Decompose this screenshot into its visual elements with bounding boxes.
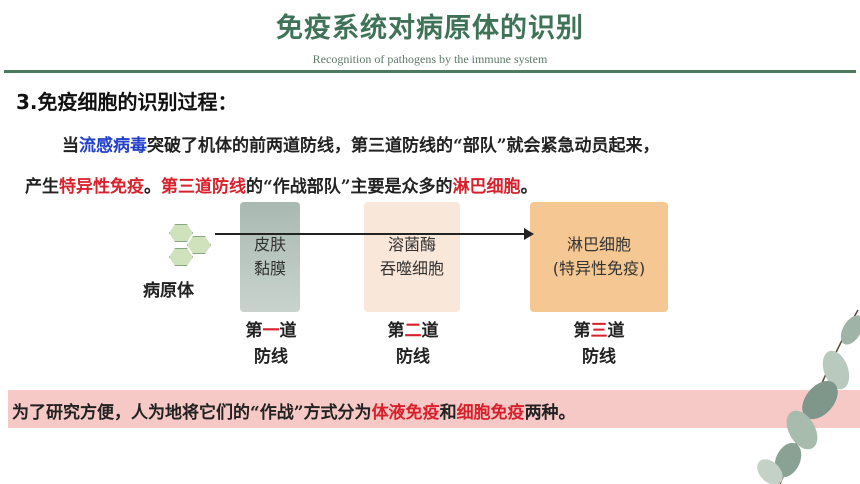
box-text: 淋巴细胞 <box>566 235 631 254</box>
text: 。 <box>520 177 538 197</box>
paragraph-line-1: 当流感病毒突破了机体的前两道防线，第三道防线的“部队”就会紧急动员起来， <box>62 131 660 156</box>
text: 为了研究方便，人为地将它们的“作战”方式分为 <box>12 403 372 423</box>
text: 第 <box>245 321 263 341</box>
page-subtitle: Recognition of pathogens by the immune s… <box>312 52 548 66</box>
defense-box-lymphocyte: 淋巴细胞 (特异性免疫) <box>530 202 668 312</box>
line-number: 三 <box>590 321 608 341</box>
highlight-cellular-immunity: 细胞免疫 <box>456 403 525 423</box>
box-text: 皮肤 <box>253 235 286 254</box>
label-row: 第三道 <box>564 318 634 344</box>
label-row: 第一道 <box>236 318 306 344</box>
highlight-third-line: 第三道防线 <box>161 177 246 197</box>
text: 产生 <box>25 177 59 197</box>
highlight-humoral-immunity: 体液免疫 <box>371 403 440 423</box>
label-row: 防线 <box>254 347 288 367</box>
text: 突破了机体的前两道防线，第三道防线的“部队”就会紧急动员起来， <box>147 136 660 156</box>
defense-box-lysozyme-phagocyte: 溶菌酶 吞噬细胞 <box>364 202 460 312</box>
text: 。 <box>144 177 161 197</box>
pathogen-arrow <box>215 233 526 235</box>
text: 第 <box>387 321 405 341</box>
pathogen-label: 病原体 <box>143 281 194 301</box>
page-title: 免疫系统对病原体的识别 <box>276 13 584 44</box>
defense-box-skin-mucosa: 皮肤 黏膜 <box>240 202 300 312</box>
header-divider <box>4 70 856 73</box>
box-text: 吞噬细胞 <box>379 259 444 278</box>
box-text: (特异性免疫) <box>552 259 646 278</box>
text: 两种。 <box>524 403 576 423</box>
text: 当 <box>62 136 79 156</box>
hexagon-shape <box>169 224 193 242</box>
text: 道 <box>279 321 297 341</box>
text: 的“作战部队”主要是众多的 <box>246 177 453 197</box>
highlight-specific-immunity: 特异性免疫 <box>59 177 144 197</box>
highlight-flu-virus: 流感病毒 <box>79 136 147 156</box>
defense-line-label-2: 第二道 防线 <box>378 318 448 370</box>
box-text: 溶菌酶 <box>387 235 436 254</box>
text: 道 <box>607 321 625 341</box>
arrow-head-icon <box>524 228 534 240</box>
highlight-lymphocytes: 淋巴细胞 <box>452 177 521 197</box>
summary-text: 为了研究方便，人为地将它们的“作战”方式分为体液免疫和细胞免疫两种。 <box>12 398 576 423</box>
label-row: 防线 <box>396 347 430 367</box>
text: 和 <box>439 403 457 423</box>
defense-line-label-1: 第一道 防线 <box>236 318 306 370</box>
line-number: 二 <box>404 321 422 341</box>
label-row: 防线 <box>582 347 616 367</box>
section-heading: 3.免疫细胞的识别过程： <box>16 90 238 114</box>
box-text: 黏膜 <box>253 259 286 278</box>
defense-line-label-3: 第三道 防线 <box>564 318 634 370</box>
line-number: 一 <box>262 321 280 341</box>
hexagon-shape <box>169 248 193 266</box>
eucalyptus-decoration-icon <box>757 309 860 484</box>
summary-banner <box>8 390 860 428</box>
paragraph-line-2: 产生特异性免疫。第三道防线的“作战部队”主要是众多的淋巴细胞。 <box>25 172 538 197</box>
label-row: 第二道 <box>378 318 448 344</box>
text: 第 <box>573 321 591 341</box>
pathogen-icon <box>163 224 215 266</box>
hexagon-shape <box>187 236 211 254</box>
text: 道 <box>421 321 439 341</box>
